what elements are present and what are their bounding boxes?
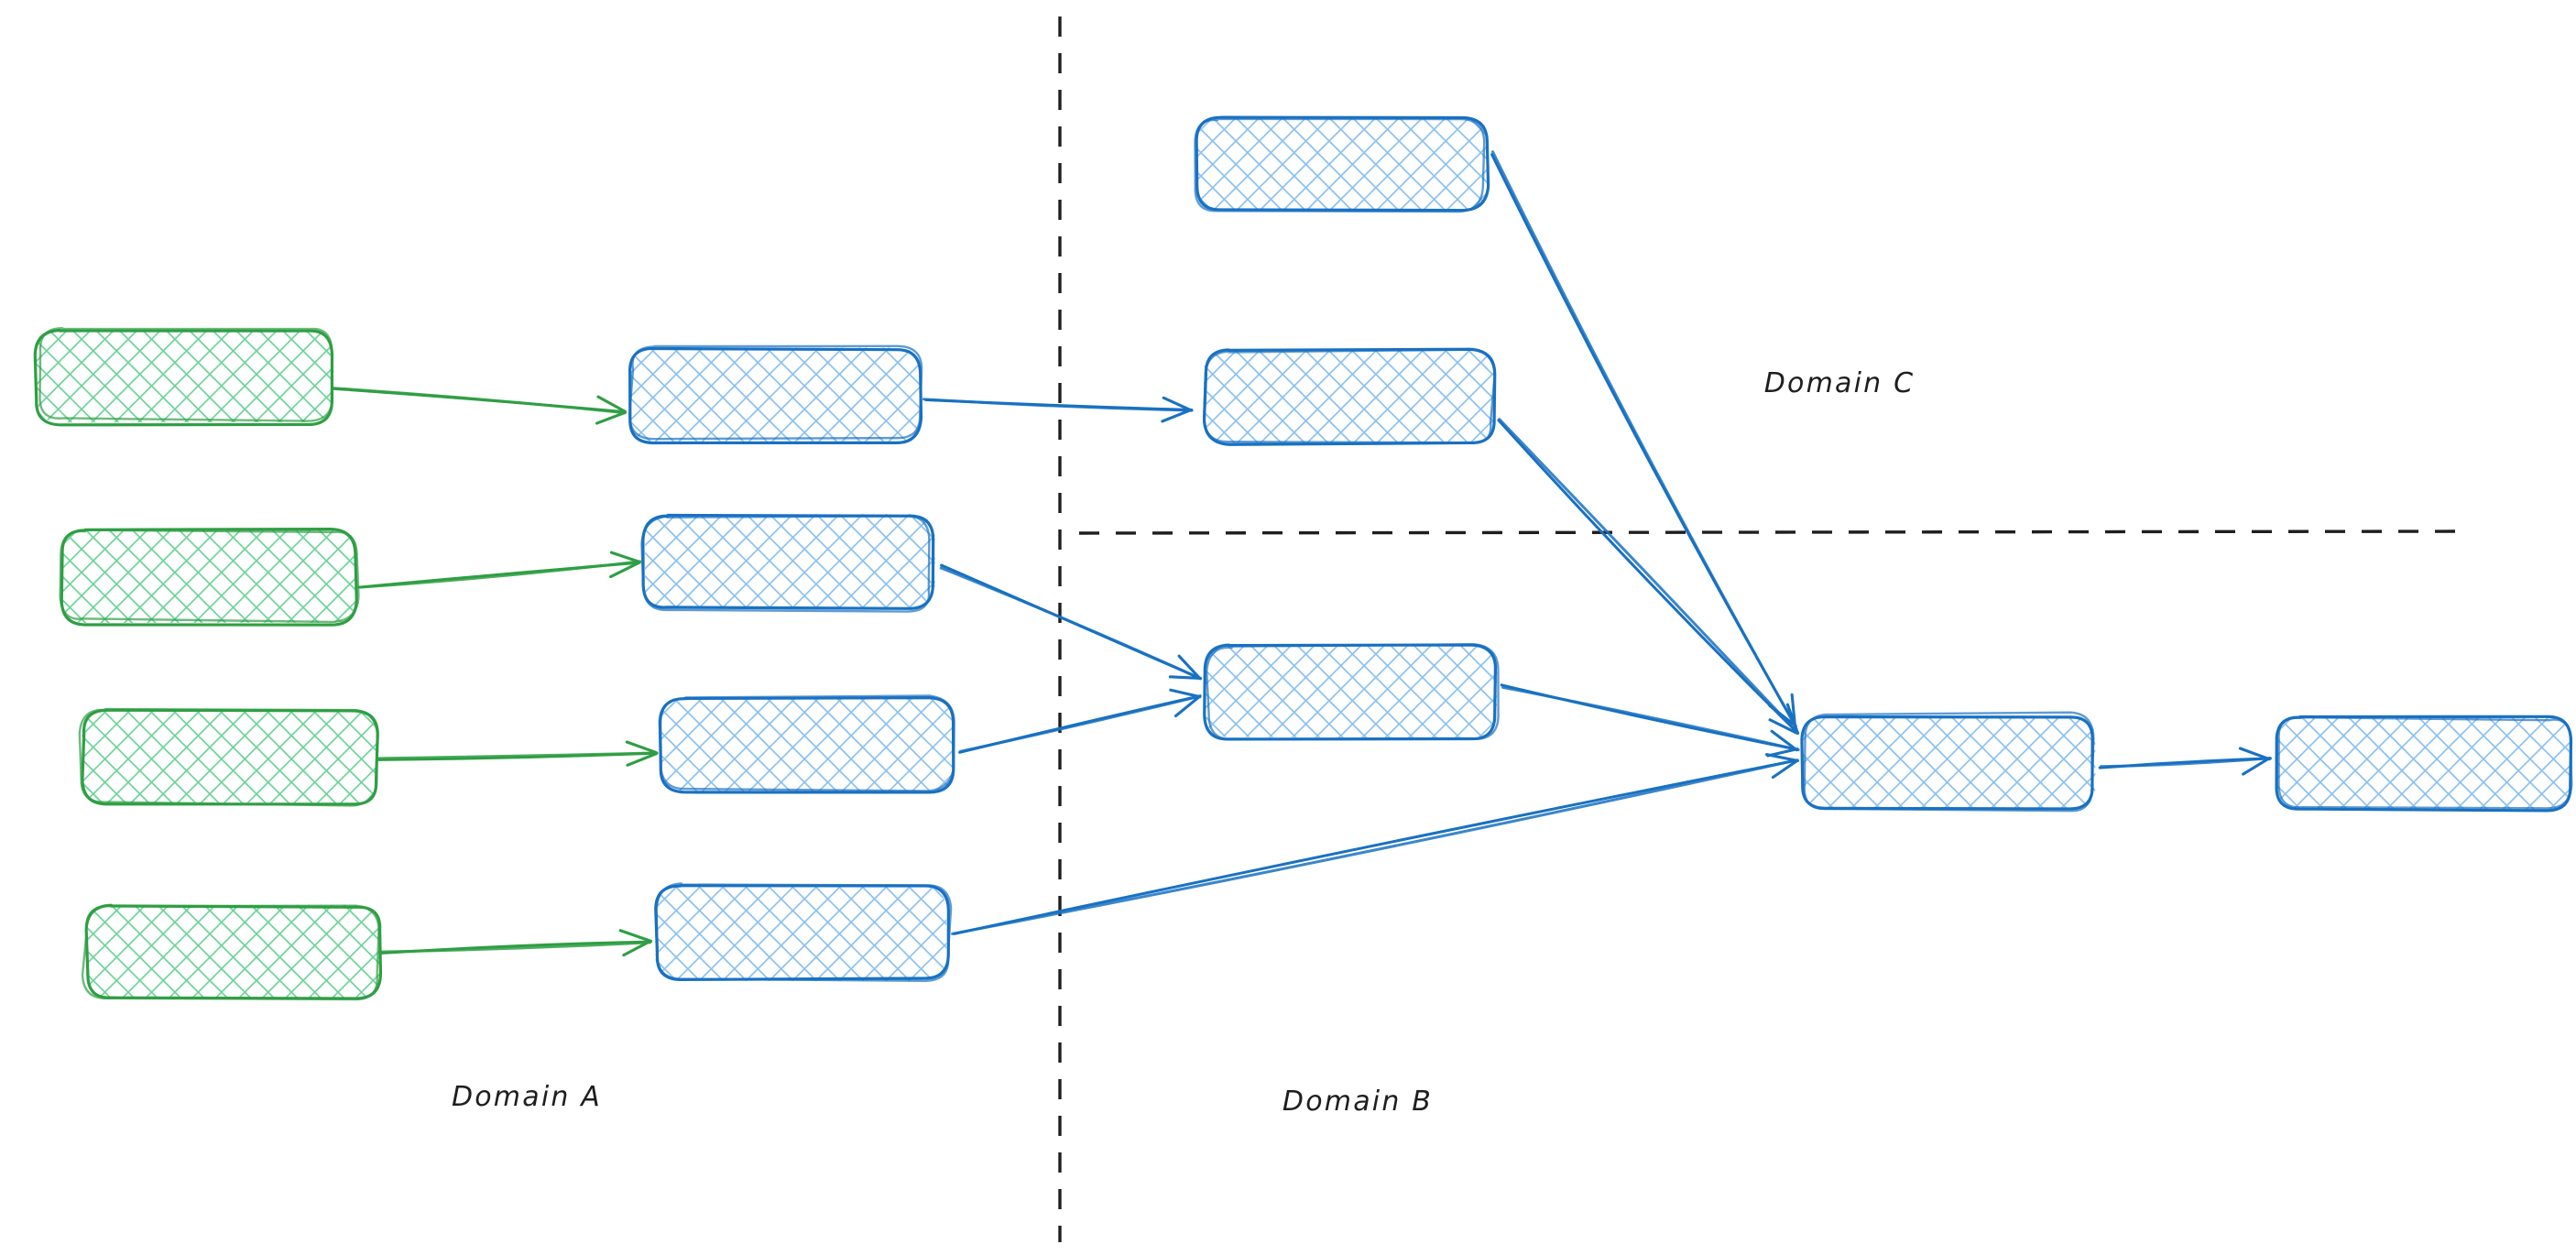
node-outline-d1 [1800, 715, 2094, 811]
node-outline-c2 [1202, 348, 1496, 444]
label-domain-c: Domain C [1764, 367, 1916, 399]
node-box-a2[interactable] [59, 528, 360, 627]
edge-b1-to-c2 [922, 396, 1194, 423]
node-fill-b1 [630, 347, 921, 442]
node-outline-a2 [59, 529, 360, 624]
node-outline-a4 [81, 904, 380, 1001]
node-outline-a1 [38, 326, 334, 422]
node-outline-d2 [2277, 715, 2573, 810]
node-box-a4[interactable] [81, 903, 383, 1001]
node-box-c1[interactable] [1194, 115, 1490, 213]
node-box-d1[interactable] [1800, 711, 2096, 813]
edge-d1-to-d2 [2098, 747, 2272, 776]
node-box-c2[interactable] [1202, 347, 1497, 446]
node-fill-a2 [62, 529, 358, 624]
edge-a4-to-b4 [377, 929, 653, 957]
node-fill-c1 [1196, 116, 1490, 211]
node-outline-c3 [1206, 643, 1500, 741]
node-fill-d2 [2275, 715, 2571, 810]
edge-b3-to-c3 [958, 688, 1202, 754]
node-outline-d1 [1803, 711, 2095, 813]
node-outline-a3 [78, 707, 378, 807]
node-box-a3[interactable] [78, 707, 379, 807]
edge-b4-to-d1 [951, 753, 1799, 935]
node-fill-a4 [86, 904, 380, 999]
node-fill-b2 [644, 514, 935, 609]
edge-b2-to-c3 [939, 563, 1203, 681]
divider-layer [1058, 16, 2461, 1242]
node-fill-a3 [82, 709, 377, 803]
label-domain-a: Domain A [452, 1081, 602, 1113]
edge-c3-to-d1 [1500, 683, 1800, 758]
edge-c1-to-d1 [1490, 150, 1797, 728]
node-fill-a1 [36, 329, 333, 423]
label-layer: Domain A Domain B Domain C [452, 367, 1916, 1118]
node-fill-d1 [1803, 715, 2096, 811]
node-box-b3[interactable] [658, 694, 955, 794]
node-box-b4[interactable] [654, 882, 953, 982]
edge-a2-to-b2 [357, 551, 642, 589]
node-fill-c3 [1206, 643, 1498, 738]
node-outline-b4 [655, 882, 953, 982]
edge-a3-to-b3 [375, 740, 659, 767]
label-domain-b: Domain B [1283, 1086, 1433, 1118]
node-box-b1[interactable] [628, 344, 923, 445]
edge-layer [329, 150, 2272, 957]
node-outline-b1 [628, 344, 923, 441]
divider-horizontal [1078, 529, 2461, 535]
node-outline-a1 [33, 328, 334, 427]
node-fill-b3 [661, 698, 954, 792]
node-fill-c2 [1203, 349, 1494, 443]
node-box-c3[interactable] [1203, 643, 1500, 741]
node-outline-b3 [658, 694, 955, 792]
node-outline-c1 [1194, 117, 1486, 213]
node-box-d2[interactable] [2275, 715, 2573, 813]
node-layer [33, 115, 2573, 1001]
node-outline-b2 [640, 515, 931, 613]
node-box-a1[interactable] [33, 326, 334, 427]
edge-a1-to-b1 [329, 386, 627, 425]
edge-c2-to-d1 [1497, 418, 1800, 735]
node-box-b2[interactable] [640, 513, 935, 613]
node-fill-b4 [655, 886, 947, 981]
